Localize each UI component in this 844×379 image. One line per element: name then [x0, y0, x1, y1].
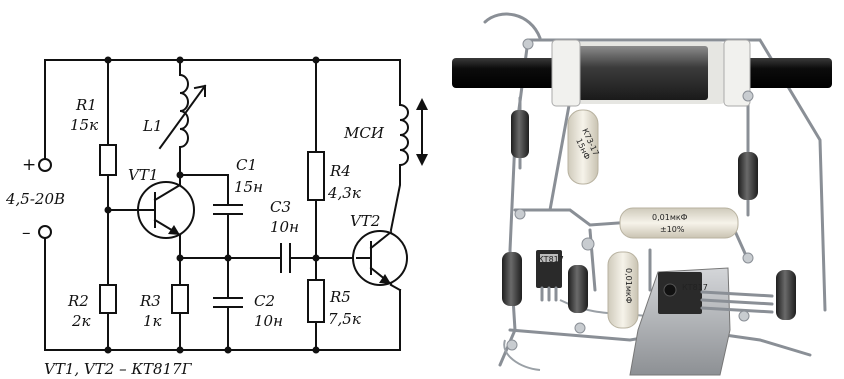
c2-name: C2 — [254, 292, 275, 310]
svg-text:КТ817: КТ817 — [682, 283, 708, 292]
r5-value: 7,5к — [328, 310, 361, 328]
capacitor-c2 — [213, 297, 243, 308]
coil-winding — [578, 46, 708, 100]
c3-name: C3 — [270, 198, 291, 216]
positive-terminal — [38, 158, 52, 172]
c1-value: 15н — [234, 178, 263, 196]
resistor-r5 — [307, 279, 325, 323]
r4-name: R4 — [329, 162, 351, 180]
c1-name: C1 — [236, 156, 257, 174]
inductor-l1 — [158, 73, 207, 151]
minus-label: – — [22, 223, 31, 243]
resistor-photo-5 — [776, 270, 796, 320]
solder-joints — [506, 38, 754, 351]
svg-text:±10%: ±10% — [660, 225, 685, 234]
resistor-photo-2 — [738, 138, 758, 217]
vt1-name: VT1 — [128, 166, 158, 184]
transistor-vt1 — [137, 181, 195, 239]
r5-name: R5 — [329, 288, 351, 306]
resistor-photo-4 — [568, 265, 588, 313]
negative-terminal — [38, 225, 52, 239]
resistor-r3 — [171, 284, 189, 314]
resistor-r2 — [99, 284, 117, 314]
c3-value: 10н — [270, 218, 299, 236]
r3-value: 1к — [143, 312, 162, 330]
plus-label: + — [22, 155, 36, 175]
transistor-photo-right: КТ817 — [658, 272, 774, 314]
r1-value: 15к — [70, 116, 98, 134]
c2-value: 10н — [254, 312, 283, 330]
resistor-photo-1 — [511, 96, 529, 170]
r4-value: 4,3к — [327, 184, 361, 202]
l1-name: L1 — [142, 117, 163, 135]
voltage-label: 4,5-20В — [5, 190, 65, 208]
resistor-r4 — [307, 151, 325, 201]
r2-name: R2 — [67, 292, 89, 310]
junction-dots — [104, 56, 320, 354]
capacitor-photo-low: 0,01мкФ — [607, 251, 639, 329]
svg-text:0,01мкФ: 0,01мкФ — [624, 268, 633, 304]
assembled-circuit-photo: К73-17 15нФ 0,01мкФ ±10% 0,01мкФ КТ817 К… — [452, 12, 832, 376]
resistor-photo-3 — [502, 252, 522, 306]
circuit-schematic: + – 4,5-20В R1 15к R2 2к L1 VT1 C1 15н R… — [5, 56, 428, 378]
capacitor-photo-mid: 0,01мкФ ±10% — [619, 207, 739, 239]
svg-text:КТ817: КТ817 — [538, 255, 564, 264]
msi-name: МСИ — [343, 124, 385, 142]
transistor-note: VT1, VT2 – КТ817Г — [44, 360, 193, 378]
msi-coil — [398, 98, 428, 167]
top-wire — [483, 12, 542, 40]
transistor-photo-left: КТ817 — [536, 250, 564, 302]
r1-name: R1 — [75, 96, 97, 114]
r2-value: 2к — [71, 312, 91, 330]
transistor-vt2 — [352, 230, 408, 286]
capacitor-c1 — [213, 204, 243, 215]
capacitor-photo-top: К73-17 15нФ — [567, 109, 601, 185]
r3-name: R3 — [139, 292, 161, 310]
heatsink-plate — [629, 267, 731, 376]
resistor-r1 — [99, 144, 117, 176]
svg-text:0,01мкФ: 0,01мкФ — [652, 213, 688, 222]
capacitor-c3 — [280, 243, 291, 273]
vt2-name: VT2 — [350, 212, 380, 230]
